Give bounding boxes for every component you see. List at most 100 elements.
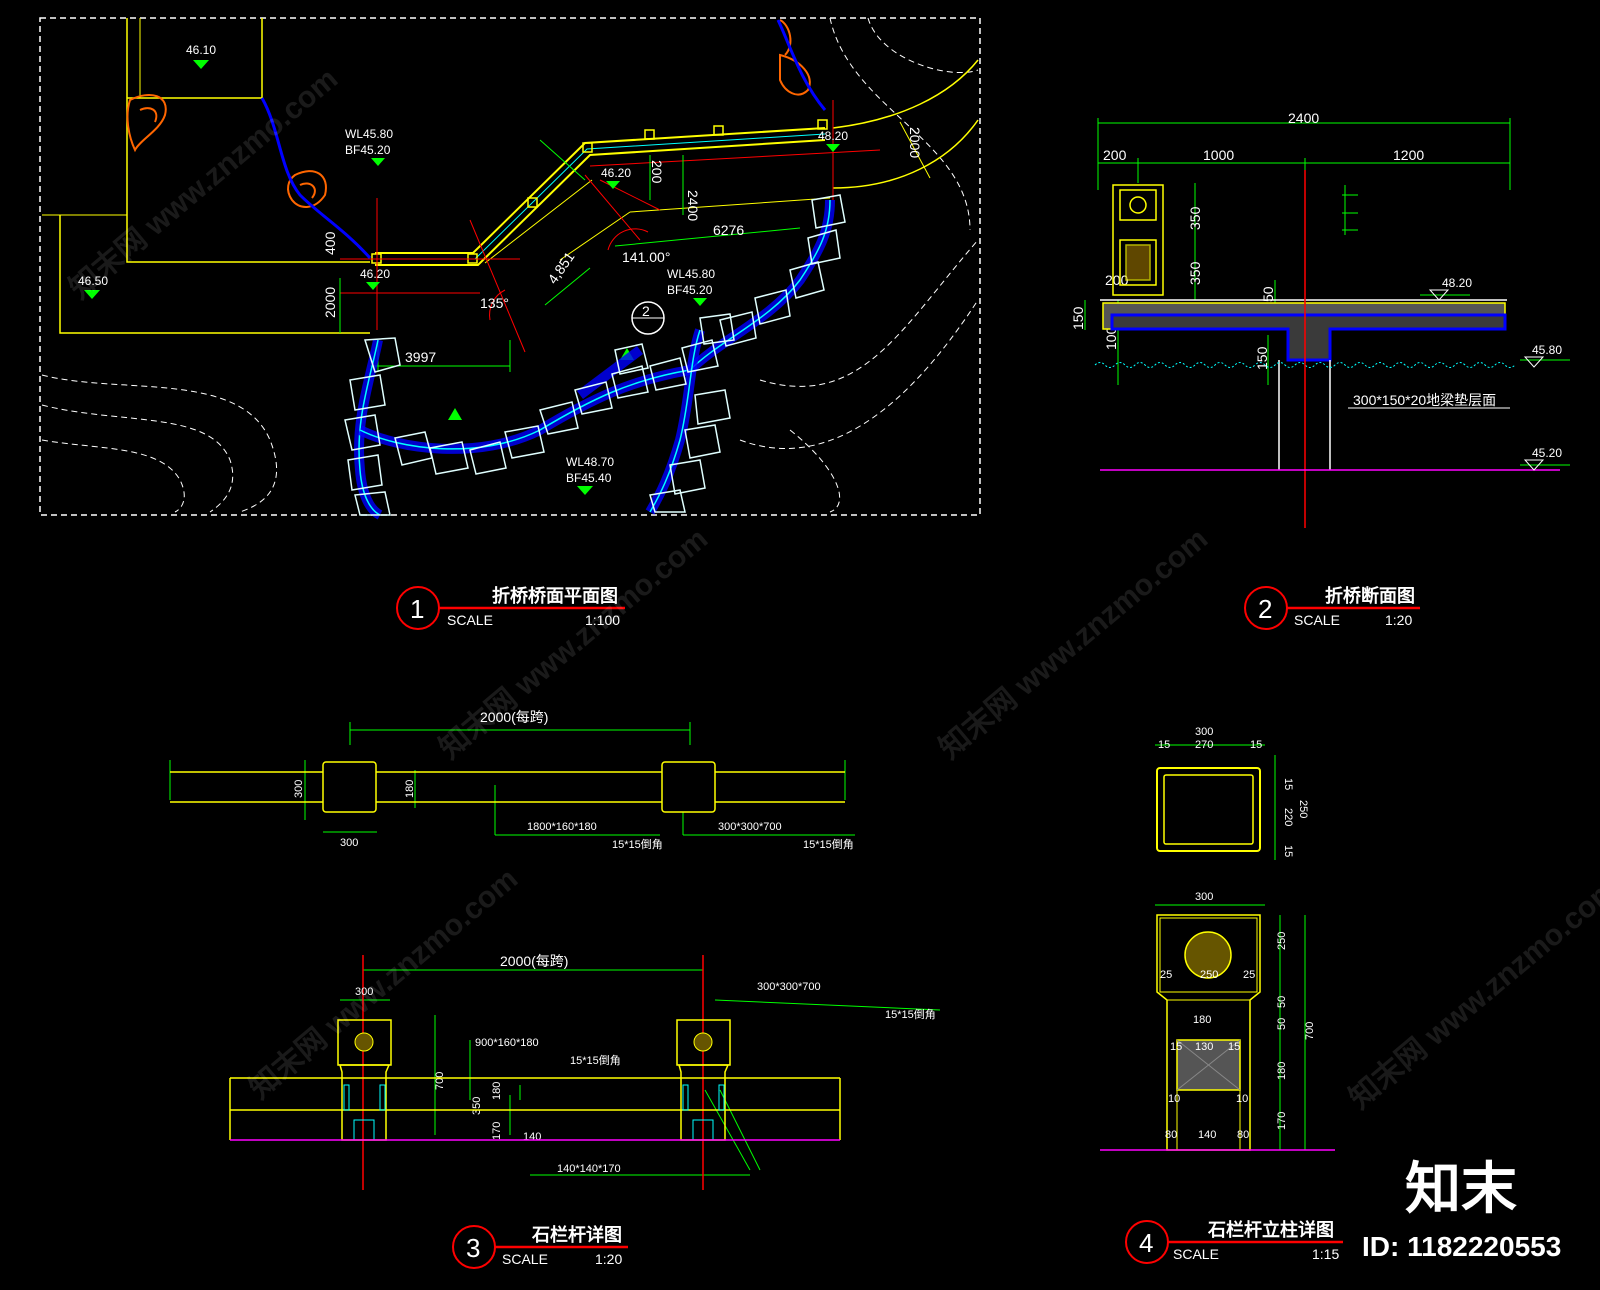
svg-text:250: 250 <box>1200 969 1218 981</box>
svg-text:100: 100 <box>1103 326 1119 350</box>
svg-text:25: 25 <box>1160 969 1172 981</box>
svg-text:BF45.20: BF45.20 <box>345 143 391 157</box>
svg-text:250: 250 <box>1297 800 1309 818</box>
svg-text:10: 10 <box>1168 1093 1180 1105</box>
svg-text:700: 700 <box>434 1072 446 1090</box>
svg-text:知末网 www.znzmo.com: 知末网 www.znzmo.com <box>933 522 1214 765</box>
svg-text:135°: 135° <box>480 295 509 311</box>
svg-text:150: 150 <box>1070 306 1086 330</box>
svg-text:45.20: 45.20 <box>1532 446 1562 460</box>
railing-plan-view: 2000(每跨) 300 300 180 1800*160*180 15*15倒… <box>169 709 855 851</box>
svg-text:3: 3 <box>466 1233 480 1263</box>
svg-text:50: 50 <box>1260 286 1276 302</box>
svg-text:300: 300 <box>340 837 358 849</box>
svg-text:知末网 www.znzmo.com: 知末网 www.znzmo.com <box>433 522 714 765</box>
svg-text:300*300*700: 300*300*700 <box>757 981 821 993</box>
svg-text:2000: 2000 <box>907 127 923 158</box>
svg-text:200: 200 <box>649 160 665 184</box>
svg-text:BF45.20: BF45.20 <box>667 283 713 297</box>
svg-text:WL45.80: WL45.80 <box>667 267 715 281</box>
svg-text:700: 700 <box>1304 1022 1316 1040</box>
svg-text:折桥断面图: 折桥断面图 <box>1325 585 1415 606</box>
svg-text:180: 180 <box>404 780 416 798</box>
svg-text:140: 140 <box>1198 1129 1216 1141</box>
railing-elevation-view: 2000(每跨) 300 700 350 180 170 140 900*160… <box>229 953 941 1190</box>
railing-post-left <box>337 1019 392 1141</box>
svg-text:15*15倒角: 15*15倒角 <box>803 838 854 851</box>
stepping-stones <box>354 199 835 520</box>
svg-text:350: 350 <box>471 1097 483 1115</box>
svg-text:46.10: 46.10 <box>186 43 216 57</box>
svg-text:折桥桥面平面图: 折桥桥面平面图 <box>492 585 618 606</box>
svg-text:300: 300 <box>1195 891 1213 903</box>
svg-text:15: 15 <box>1250 739 1262 751</box>
post-detail-view: 300 15 270 15 15 220 15 250 300 25 250 2… <box>1100 726 1335 1151</box>
svg-text:SCALE: SCALE <box>502 1251 548 1267</box>
svg-text:300: 300 <box>355 986 373 998</box>
view-title-1: 1 折桥桥面平面图 SCALE 1:100 <box>396 585 625 630</box>
view-title-2: 2 折桥断面图 SCALE 1:20 <box>1244 585 1420 630</box>
svg-text:15*15倒角: 15*15倒角 <box>612 838 663 851</box>
svg-text:2: 2 <box>1258 594 1272 624</box>
svg-text:2000: 2000 <box>322 287 338 318</box>
svg-text:2400: 2400 <box>1288 110 1319 126</box>
svg-text:180: 180 <box>1193 1014 1211 1026</box>
svg-text:46.50: 46.50 <box>78 274 108 288</box>
svg-text:50: 50 <box>1276 996 1288 1008</box>
svg-text:SCALE: SCALE <box>447 612 493 628</box>
svg-text:1:20: 1:20 <box>595 1251 622 1267</box>
svg-text:WL45.80: WL45.80 <box>345 127 393 141</box>
svg-text:350: 350 <box>1187 206 1203 230</box>
svg-text:1:100: 1:100 <box>585 612 620 628</box>
plan-view: 3997 6276 2000 400 2400 200 2000 135° 14… <box>39 17 981 520</box>
svg-text:WL48.70: WL48.70 <box>566 455 614 469</box>
svg-text:48.20: 48.20 <box>1442 276 1472 290</box>
svg-text:180: 180 <box>491 1082 503 1100</box>
svg-text:2400: 2400 <box>685 190 701 221</box>
svg-text:6276: 6276 <box>713 222 744 238</box>
svg-text:150: 150 <box>1254 346 1270 370</box>
svg-text:270: 270 <box>1195 739 1213 751</box>
svg-text:46.20: 46.20 <box>601 166 631 180</box>
svg-text:80: 80 <box>1165 1129 1177 1141</box>
svg-text:15: 15 <box>1228 1041 1240 1053</box>
svg-text:15*15倒角: 15*15倒角 <box>570 1054 621 1067</box>
view-title-3: 3 石栏杆详图 SCALE 1:20 <box>452 1224 628 1269</box>
svg-text:石栏杆详图: 石栏杆详图 <box>531 1224 622 1245</box>
svg-text:46.20: 46.20 <box>360 267 390 281</box>
svg-text:80: 80 <box>1237 1129 1249 1141</box>
svg-text:130: 130 <box>1195 1041 1213 1053</box>
plan-elevation-markers: 46.10 46.50 46.20 46.20 48.20 WL45.80 BF… <box>78 43 848 495</box>
svg-text:1200: 1200 <box>1393 147 1424 163</box>
brand-logo: 知末 <box>1405 1157 1517 1220</box>
svg-text:1:20: 1:20 <box>1385 612 1412 628</box>
svg-text:SCALE: SCALE <box>1173 1246 1219 1262</box>
svg-text:1:15: 1:15 <box>1312 1246 1339 1262</box>
svg-text:石栏杆立柱详图: 石栏杆立柱详图 <box>1207 1219 1334 1240</box>
svg-text:170: 170 <box>1276 1112 1288 1130</box>
svg-text:180: 180 <box>1276 1062 1288 1080</box>
section-view: 2400 200 1000 1200 350 350 200 150 100 5… <box>1070 110 1570 528</box>
svg-text:200: 200 <box>1103 147 1127 163</box>
svg-text:50: 50 <box>1276 1018 1288 1030</box>
svg-text:1: 1 <box>410 594 424 624</box>
svg-text:SCALE: SCALE <box>1294 612 1340 628</box>
railing-post-right <box>676 1019 731 1141</box>
svg-text:200: 200 <box>1105 272 1129 288</box>
svg-text:2000(每跨): 2000(每跨) <box>500 953 568 969</box>
svg-text:15: 15 <box>1282 845 1294 857</box>
svg-text:220: 220 <box>1282 808 1294 826</box>
svg-text:知末网 www.znzmo.com: 知末网 www.znzmo.com <box>243 862 524 1105</box>
svg-text:300: 300 <box>1195 726 1213 738</box>
brand-id: ID: 1182220553 <box>1362 1231 1561 1262</box>
svg-text:300*150*20地梁垫层面: 300*150*20地梁垫层面 <box>1353 392 1496 408</box>
svg-text:140*140*170: 140*140*170 <box>557 1163 621 1175</box>
svg-text:400: 400 <box>322 231 338 255</box>
svg-text:900*160*180: 900*160*180 <box>475 1037 539 1049</box>
svg-text:知末网 www.znzmo.com: 知末网 www.znzmo.com <box>1343 872 1600 1115</box>
svg-text:2000(每跨): 2000(每跨) <box>480 709 548 725</box>
svg-text:4,851: 4,851 <box>544 249 577 287</box>
svg-text:1800*160*180: 1800*160*180 <box>527 821 597 833</box>
svg-text:10: 10 <box>1236 1093 1248 1105</box>
